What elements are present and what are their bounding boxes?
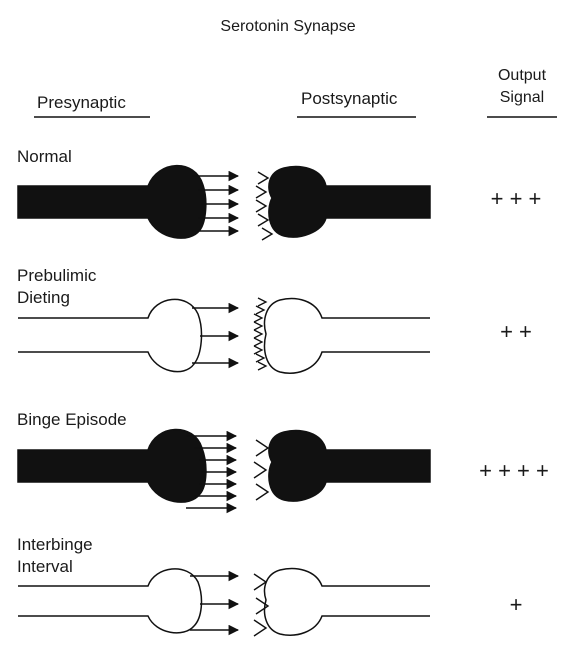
postsynaptic-neuron (269, 167, 430, 237)
row-label-interbinge: Interbinge (17, 535, 93, 555)
presynaptic-neuron (18, 166, 206, 239)
postsynaptic-header: Postsynaptic (301, 89, 397, 109)
postsynaptic-neuron (265, 569, 430, 636)
diagram-title: Serotonin Synapse (188, 17, 388, 37)
output-signal-interbinge: + (466, 593, 566, 617)
synapse-row-interbinge (18, 569, 430, 636)
presynaptic-neuron (18, 299, 201, 371)
row-label-prebulimic: Prebulimic (17, 266, 96, 286)
synapse-row-prebulimic (18, 298, 430, 373)
synapse-row-binge (18, 429, 430, 508)
row-label-normal: Normal (17, 147, 72, 167)
synapse-row-normal (18, 166, 430, 240)
postsynaptic-neuron (269, 431, 430, 501)
row-label-interval: Interval (17, 557, 73, 577)
output-header-line2: Signal (482, 88, 562, 108)
presynaptic-neuron (18, 429, 206, 502)
output-signal-prebulimic: + + (466, 320, 566, 344)
output-signal-normal: + + + (466, 187, 566, 211)
receptors (254, 440, 268, 500)
output-header-line1: Output (482, 66, 562, 86)
output-signal-binge: + + + + (452, 459, 576, 483)
row-label-dieting: Dieting (17, 288, 70, 308)
row-label-binge: Binge Episode (17, 410, 127, 430)
presynaptic-neuron (18, 569, 201, 633)
receptors (254, 298, 266, 370)
postsynaptic-neuron (265, 299, 430, 374)
presynaptic-header: Presynaptic (37, 93, 126, 113)
